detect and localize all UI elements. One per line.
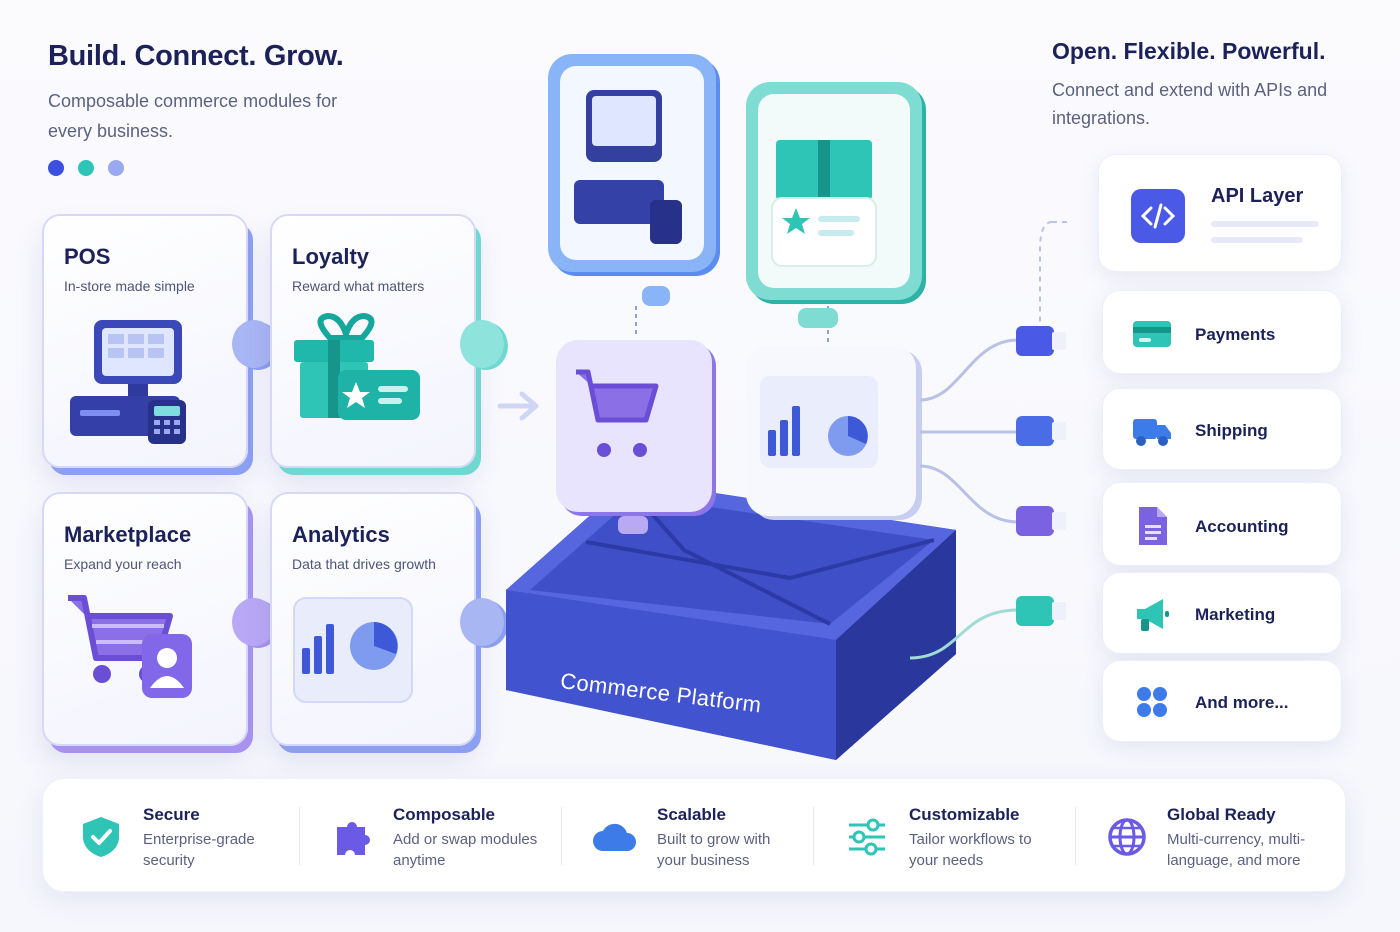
page-subtitle: Composable commerce modules for every bu…: [48, 91, 338, 141]
integration-label: Shipping: [1195, 421, 1268, 440]
divider: [299, 807, 300, 865]
feature-title: Composable: [393, 805, 496, 824]
integration-payments[interactable]: Payments: [1102, 290, 1342, 374]
feature-title: Scalable: [657, 805, 726, 824]
module-title: Loyalty: [292, 244, 370, 269]
integration-marketing[interactable]: Marketing: [1102, 572, 1342, 654]
feature-desc: Add or swap modules anytime: [393, 831, 538, 869]
sliders-icon: [849, 818, 885, 856]
puzzle-tab: [232, 320, 276, 368]
integrations-subtitle: Connect and extend with APIs and integra…: [1052, 80, 1328, 128]
cart-user-icon: [68, 595, 192, 698]
divider: [813, 807, 814, 865]
arrow-right-icon: [497, 391, 539, 421]
feature-desc: Multi-currency, multi-language, and more: [1167, 831, 1306, 869]
gift-card-icon: [294, 312, 420, 420]
module-card-marketplace[interactable]: Marketplace Expand your reach: [42, 492, 276, 746]
feature-title: Customizable: [909, 805, 1020, 824]
module-card-analytics[interactable]: Analytics Data that drives growth: [270, 492, 504, 746]
dot-1[interactable]: [48, 160, 64, 176]
integration-label: Marketing: [1195, 605, 1276, 624]
feature-desc: Tailor workflows to your needs: [909, 831, 1032, 869]
integration-accounting[interactable]: Accounting: [1102, 482, 1342, 566]
module-desc: Expand your reach: [64, 556, 182, 572]
truck-icon: [1133, 419, 1171, 446]
module-title: Marketplace: [64, 522, 192, 547]
module-card-pos[interactable]: POS In-store made simple: [42, 214, 276, 468]
module-card-loyalty[interactable]: Loyalty Reward what matters: [270, 214, 504, 468]
module-desc: Reward what matters: [292, 278, 425, 294]
puzzle-tab: [460, 320, 504, 368]
integration-label: Accounting: [1195, 517, 1289, 536]
puzzle-tab: [232, 598, 276, 646]
credit-card-icon: [1133, 321, 1171, 347]
integration-label: And more...: [1195, 693, 1289, 712]
feature-bar: Secure Enterprise-grade security Composa…: [42, 778, 1346, 892]
dot-2[interactable]: [78, 160, 94, 176]
feature-title: Global Ready: [1167, 805, 1276, 824]
pager-dots: [48, 160, 124, 176]
dot-3[interactable]: [108, 160, 124, 176]
globe-icon: [1108, 818, 1146, 856]
feature-title: Secure: [143, 805, 200, 824]
chart-icon: [293, 597, 413, 703]
feature-desc: Enterprise-grade security: [143, 831, 255, 869]
module-desc: In-store made simple: [64, 278, 195, 294]
pos-terminal-icon: [70, 320, 186, 444]
integration-more[interactable]: And more...: [1102, 660, 1342, 742]
puzzle-icon: [337, 822, 370, 855]
integration-label: API Layer: [1211, 185, 1304, 207]
divider: [1075, 807, 1076, 865]
cloud-icon: [593, 823, 636, 851]
integration-api-layer[interactable]: API Layer: [1098, 154, 1342, 272]
shield-check-icon: [83, 817, 119, 857]
megaphone-icon: [1137, 599, 1169, 631]
placeholder-line: [1211, 237, 1303, 243]
document-icon: [1139, 507, 1167, 545]
integration-shipping[interactable]: Shipping: [1102, 388, 1342, 470]
feature-desc: Built to grow with your business: [657, 831, 771, 869]
commerce-platform-diagram: [506, 54, 956, 760]
divider: [561, 807, 562, 865]
page-title: Build. Connect. Grow.: [48, 40, 344, 72]
grid-dots-icon: [1137, 687, 1167, 717]
placeholder-line: [1211, 221, 1319, 227]
integrations-title: Open. Flexible. Powerful.: [1052, 38, 1326, 64]
puzzle-tab: [460, 598, 504, 646]
module-desc: Data that drives growth: [292, 556, 436, 572]
module-title: POS: [64, 244, 111, 269]
integration-connectors: [909, 221, 1068, 660]
module-title: Analytics: [292, 522, 390, 547]
integration-label: Payments: [1195, 325, 1276, 344]
code-icon: [1131, 189, 1185, 243]
